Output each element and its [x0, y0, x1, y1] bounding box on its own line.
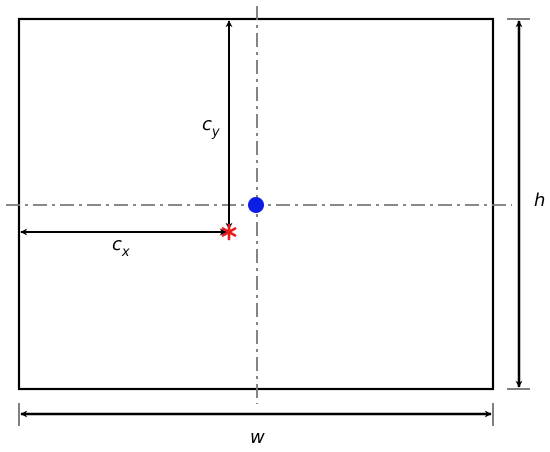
- cy-label: cy: [202, 114, 220, 140]
- width-label: w: [250, 427, 265, 448]
- plate-outline: [17, 17, 495, 391]
- cx-label: cx: [112, 234, 130, 260]
- offset-point-asterisk-icon: [221, 223, 237, 241]
- centroid-dot: [248, 197, 264, 213]
- height-label: h: [534, 190, 545, 211]
